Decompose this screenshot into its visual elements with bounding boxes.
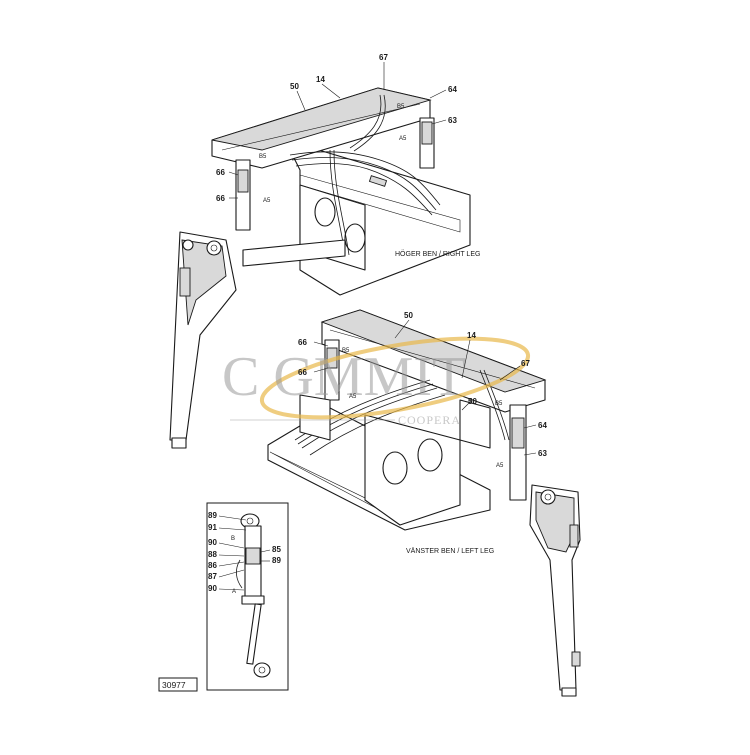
callout-top-67: 67 [379,53,388,62]
detail-view-callouts: 89 91 90 88 86 87 90 85 89 B A [208,511,281,595]
port-bottom-b5-right: B5 [495,401,503,407]
bottom-view-callouts: 50 14 67 66 66 50 64 63 B5 A5 B5 A5 VÄNS… [298,311,547,555]
callout-detail-87: 87 [208,572,217,581]
drawing-number: 30977 [162,680,186,690]
port-top-a5-right: A5 [399,136,407,142]
port-detail-b: B [231,536,235,542]
right-leg-pivot [182,239,194,251]
cylinder-detail [236,513,271,678]
caption-right-leg: HÖGER BEN / RIGHT LEG [395,250,480,258]
callout-detail-86: 86 [208,561,217,570]
watermark: C GMMIT COOPERA [222,336,531,427]
drawing-number-box [158,677,198,692]
right-leg-slot [368,175,388,187]
port-bottom-a5-right: A5 [496,463,504,469]
left-leg-hose [483,369,510,441]
cylinder-top-eye-hole [246,517,254,525]
callout-top-63: 63 [448,116,457,125]
right-leg-top-beam-face [211,87,432,151]
callout-bottom-50a: 50 [404,311,413,320]
watermark-tagline: COOPERA [398,413,461,427]
left-leg-housing-hole [382,451,408,485]
left-leg-hose [479,369,506,441]
right-leg-hose [349,94,382,149]
cylinder-gland [241,595,265,605]
right-leg-assembly [169,87,471,449]
leader-lines [218,62,537,591]
callout-bottom-14: 14 [467,331,476,340]
callout-top-14: 14 [316,75,325,84]
cylinder-valve-block [245,547,261,565]
cylinder-rod-eye [253,662,271,678]
callout-top-50: 50 [290,82,299,91]
port-top-b5-left: B5 [259,154,267,160]
left-leg-strut-face [535,491,575,553]
left-leg-pivot [540,489,556,505]
cylinder-rod-eye-hole [258,666,266,674]
callout-bottom-66a: 66 [298,338,307,347]
left-leg-foot [561,687,577,697]
left-leg-pivot-pin [544,493,552,501]
watermark-brand: C GMMIT [222,346,466,408]
cylinder-line [236,559,243,589]
left-leg-hose [309,394,446,456]
left-leg-plate [569,524,579,548]
callout-detail-90b: 90 [208,584,217,593]
right-leg-pivot [206,240,222,256]
right-leg-crossbar [242,239,346,267]
right-leg-plate [179,267,191,297]
callout-bottom-63: 63 [538,449,547,458]
callout-detail-89a: 89 [208,511,217,520]
callout-bottom-67: 67 [521,359,530,368]
right-leg-foot [171,437,187,449]
left-leg-plate [571,651,581,667]
right-leg-hose [291,157,437,211]
left-leg-side-frame [459,399,491,449]
cylinder-detail-frame [206,502,289,691]
port-top-b5-right: B5 [397,104,405,110]
callout-detail-90a: 90 [208,538,217,547]
callout-detail-91: 91 [208,523,217,532]
callout-top-66a: 66 [216,168,225,177]
port-top-a5-left: A5 [263,198,271,204]
watermark-swoosh [259,336,531,420]
right-leg-housing-hole [344,223,366,253]
callout-top-66b: 66 [216,194,225,203]
cylinder-rod [246,603,262,665]
right-leg-housing-hole [314,197,336,227]
right-leg-hose [289,151,441,206]
right-leg-beam-line [221,103,421,151]
callout-detail-88: 88 [208,550,217,559]
right-leg-cylinder [421,121,433,145]
right-leg-hose [295,163,433,216]
callout-top-64: 64 [448,85,457,94]
right-leg-hose [353,94,386,152]
callout-bottom-66b: 66 [298,368,307,377]
left-leg-cylinder [511,417,525,449]
right-leg-pivot-pin [210,244,218,252]
port-bottom-b5-left: B5 [342,348,350,354]
right-leg-platform-edge [299,174,461,233]
callout-bottom-64: 64 [538,421,547,430]
left-leg-housing-hole [417,438,443,472]
callout-detail-89b: 89 [272,556,281,565]
port-bottom-a5-left: A5 [349,394,357,400]
callout-bottom-50b: 50 [468,397,477,406]
right-leg-cylinder [237,169,249,193]
caption-left-leg: VÄNSTER BEN / LEFT LEG [406,547,494,555]
left-leg-housing [364,414,461,526]
callout-detail-85: 85 [272,545,281,554]
left-leg-top-beam-face [320,309,547,393]
top-view-callouts: 50 14 67 64 63 66 66 B5 B5 A5 A5 HÖGER B… [216,53,480,258]
port-detail-a: A [232,589,236,595]
right-leg-hose [333,149,350,256]
